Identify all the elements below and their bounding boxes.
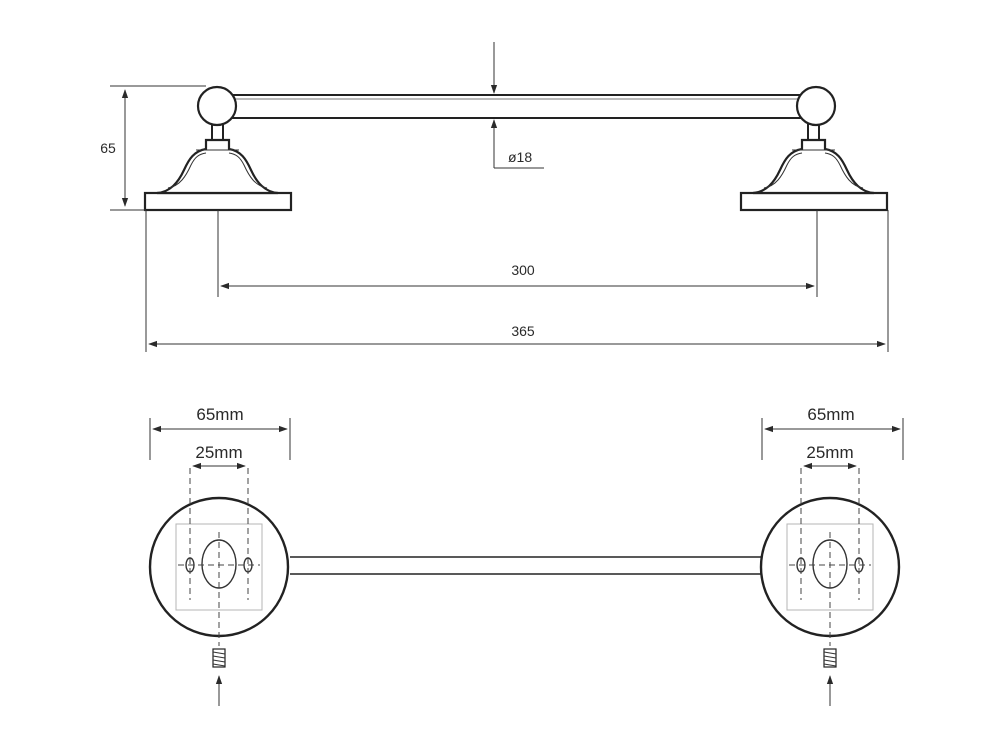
- right-hole-spacing-dimension: 25mm: [803, 443, 857, 470]
- left-screw: [212, 648, 226, 706]
- overall-dimension-label: 365: [511, 323, 535, 339]
- right-plate-width-dimension: 65mm: [761, 405, 904, 460]
- left-wall-plate: [148, 468, 290, 646]
- left-plate-width-label: 65mm: [196, 405, 243, 424]
- rear-view: 65mm 25mm: [148, 405, 904, 706]
- centers-dimension-label: 300: [511, 262, 535, 278]
- side-view: 65 ø18 300 365: [100, 42, 889, 352]
- height-dimension-label: 65: [100, 140, 116, 156]
- diameter-dimension-label: ø18: [508, 149, 532, 165]
- overall-dimension: 365: [145, 210, 889, 352]
- right-bracket: [739, 85, 889, 212]
- centers-dimension: 300: [217, 210, 818, 297]
- right-hole-spacing-label: 25mm: [806, 443, 853, 462]
- height-dimension: 65: [100, 85, 206, 211]
- left-hole-spacing-label: 25mm: [195, 443, 242, 462]
- right-plate-width-label: 65mm: [807, 405, 854, 424]
- left-hole-spacing-dimension: 25mm: [192, 443, 246, 470]
- right-wall-plate: [759, 468, 901, 646]
- rear-bar: [290, 556, 764, 575]
- right-screw: [823, 648, 837, 706]
- diameter-dimension: ø18: [490, 42, 544, 169]
- left-bracket: [143, 85, 293, 212]
- towel-rail-bar: [227, 94, 807, 119]
- left-plate-width-dimension: 65mm: [149, 405, 291, 460]
